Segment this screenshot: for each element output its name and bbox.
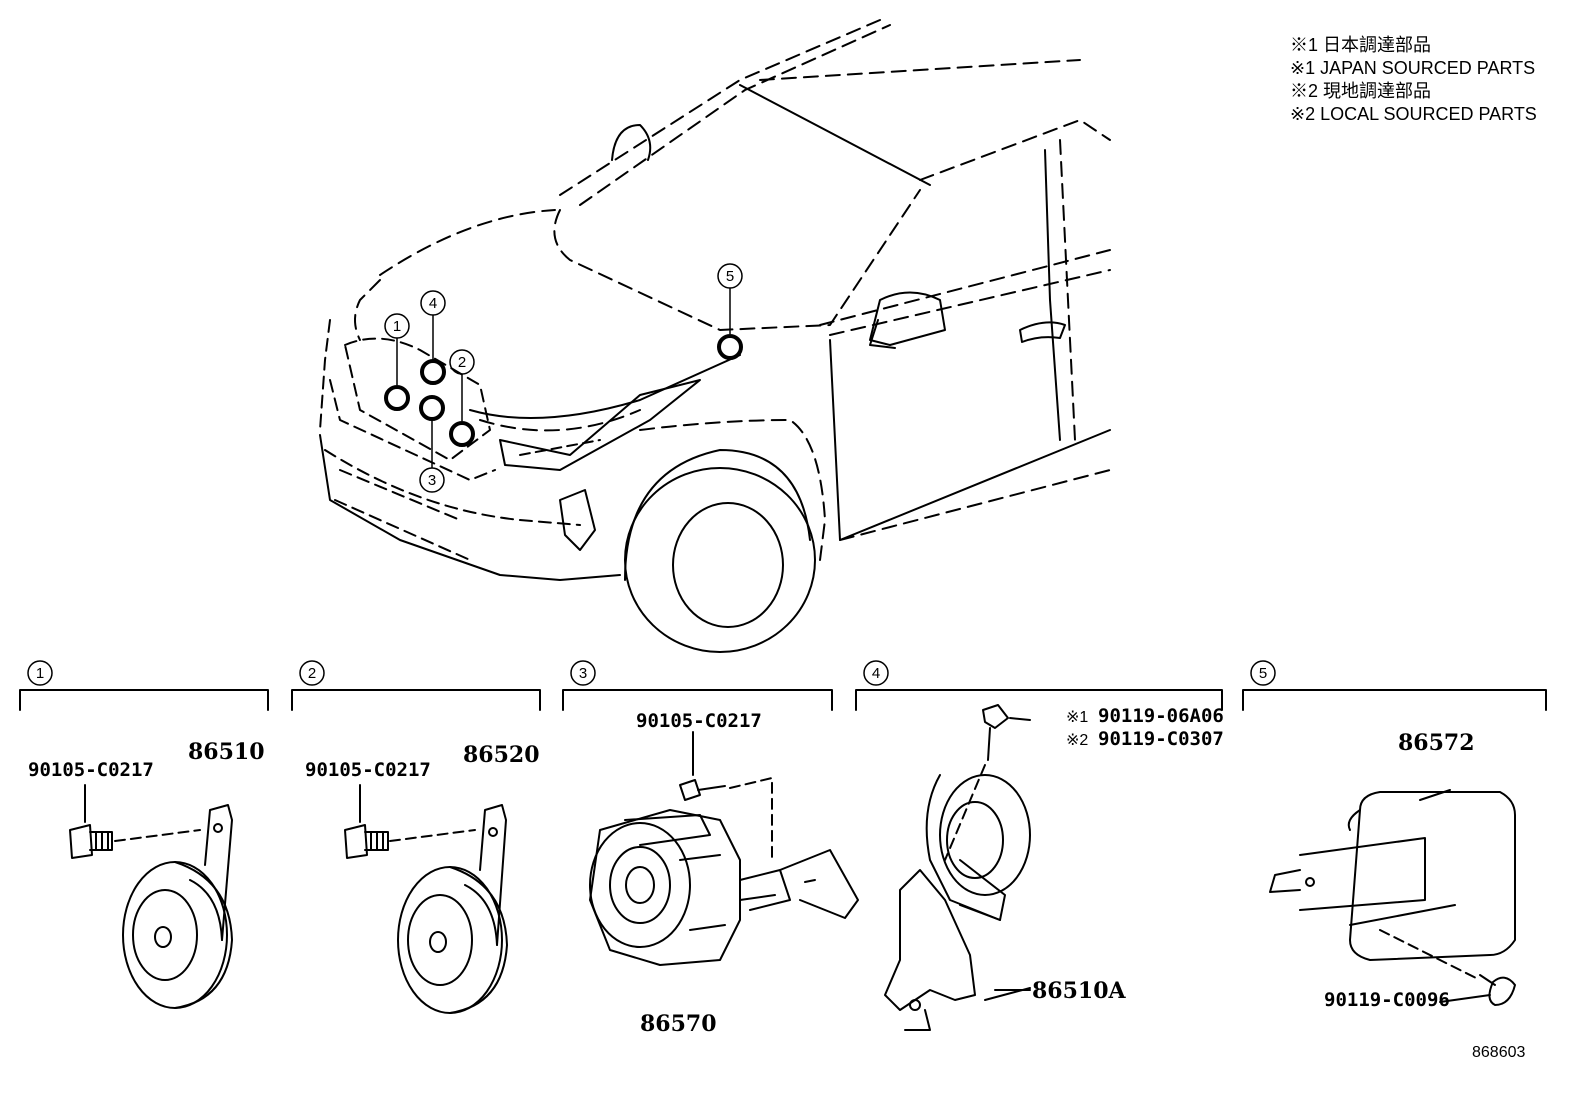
section-brackets xyxy=(19,689,1547,711)
horn-1-part-number: 86510 xyxy=(188,739,265,765)
marker-2-location xyxy=(449,421,475,447)
bolt-5 xyxy=(1379,929,1516,1006)
bolt-4a-part-number: 90119-06A06 xyxy=(1098,705,1224,727)
location-markers xyxy=(384,263,743,493)
bolt-2 xyxy=(344,784,476,859)
bolt-4b-prefix: ※2 xyxy=(1066,732,1088,749)
bolt-2-part-number: 90105-C0217 xyxy=(305,759,431,781)
marker-3-number: 3 xyxy=(428,472,436,489)
bolt-5-part-number: 90119-C0096 xyxy=(1324,989,1450,1011)
horn-86510A xyxy=(884,774,1031,1031)
bolt-1-part-number: 90105-C0217 xyxy=(28,759,154,781)
section-4-number: 4 xyxy=(872,665,880,682)
section-3-number: 3 xyxy=(579,665,587,682)
note-local-en: ※2 LOCAL SOURCED PARTS xyxy=(1290,104,1537,124)
marker-1-number: 1 xyxy=(393,318,401,335)
marker-2-number: 2 xyxy=(458,354,466,371)
sounder-86570 xyxy=(589,809,859,966)
bolt-4a-prefix: ※1 xyxy=(1066,709,1088,726)
bolt-3-part-number: 90105-C0217 xyxy=(636,710,762,732)
bolt-1 xyxy=(69,784,201,859)
diagram-reference-number: 868603 xyxy=(1472,1044,1525,1061)
marker-3-label-circle xyxy=(419,467,445,493)
sourcing-notes: ※1 日本調達部品 ※1 JAPAN SOURCED PARTS ※2 現地調達… xyxy=(1290,34,1537,126)
marker-4-number: 4 xyxy=(429,295,437,312)
module-5-part-number: 86572 xyxy=(1398,730,1475,756)
bolt-3 xyxy=(679,731,773,861)
section-2-number: 2 xyxy=(308,665,316,682)
horn-86520 xyxy=(397,804,508,1014)
note-japan-jp: ※1 日本調達部品 xyxy=(1290,35,1432,55)
module-86572 xyxy=(1269,789,1516,961)
vehicle-outline xyxy=(319,19,1111,653)
section-5-number: 5 xyxy=(1259,665,1267,682)
marker-4-location xyxy=(420,359,446,385)
marker-5-number: 5 xyxy=(726,268,734,285)
marker-5-location xyxy=(717,334,743,360)
section-1-number: 1 xyxy=(36,665,44,682)
sounder-3-part-number: 86570 xyxy=(640,1011,717,1037)
horn-4-part-number: 86510A xyxy=(1032,978,1127,1004)
marker-1-location xyxy=(384,385,410,411)
note-local-jp: ※2 現地調達部品 xyxy=(1290,81,1432,101)
location-marker-numbers: 1 4 2 3 5 xyxy=(393,268,734,489)
note-japan-en: ※1 JAPAN SOURCED PARTS xyxy=(1290,58,1536,78)
marker-3-location xyxy=(419,395,445,421)
bolt-4b-part-number: 90119-C0307 xyxy=(1098,728,1224,750)
section-number-circles xyxy=(27,660,1276,686)
horn-86510 xyxy=(122,804,233,1009)
horn-2-part-number: 86520 xyxy=(463,742,540,768)
bolt-4 xyxy=(944,704,1031,861)
